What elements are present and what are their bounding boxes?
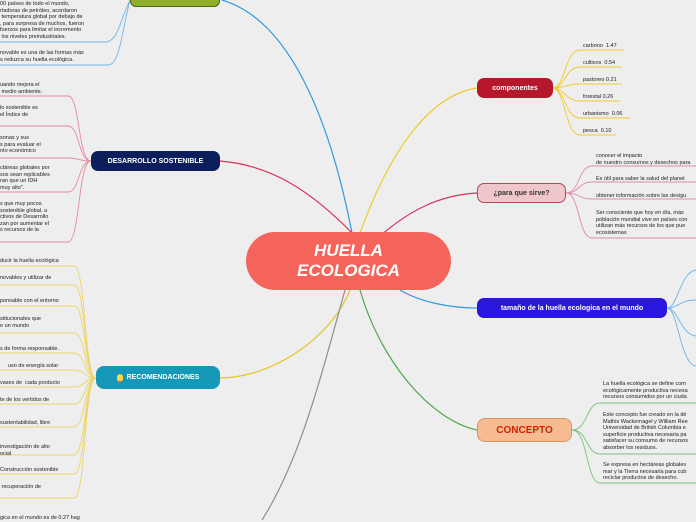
recomendaciones-node[interactable]: RECOMENDACIONES <box>96 366 220 389</box>
recomendaciones-item[interactable]: novables y utilizar de <box>0 275 52 281</box>
lightbulb-icon <box>116 374 123 383</box>
concepto-item[interactable]: Se expresa en hectáreas globales mar y l… <box>603 462 687 482</box>
componentes-item[interactable]: forestal 0.26 <box>583 94 614 100</box>
recomendaciones-item[interactable]: uso de energía solar <box>8 363 59 369</box>
desarrollo-item[interactable]: lo sostenible es el Índice de <box>0 105 38 118</box>
para-que-item[interactable]: conocer el impacto de nuestro consumos y… <box>596 153 691 166</box>
central-topic-line1: HUELLA <box>314 241 383 260</box>
concepto-item[interactable]: Este concepto fue creado en la dé Mathis… <box>603 412 688 451</box>
top-branch-node[interactable] <box>130 0 220 7</box>
concepto-connectors <box>571 402 696 484</box>
recomendaciones-item[interactable]: sustentabilidad, libre <box>0 420 51 426</box>
para-que-item[interactable]: obtener información sobre las desigu <box>596 193 687 199</box>
recomendaciones-item[interactable]: gica en el mundo es de 0.27 hag <box>0 515 80 521</box>
recomendaciones-item[interactable]: s de forma responsable. <box>0 346 60 352</box>
componentes-item[interactable]: urbanismo 0.06 <box>583 111 623 117</box>
desarrollo-item[interactable]: uando mejora el medio ambiente. <box>0 82 43 95</box>
tamano-huella-node[interactable]: tamaño de la huella ecologica en el mund… <box>477 298 667 318</box>
concepto-node[interactable]: CONCEPTO <box>477 418 572 442</box>
recomendaciones-item[interactable]: ducir la huella ecológica <box>0 258 59 264</box>
recomendaciones-item[interactable]: Construcción sostenible <box>0 467 59 473</box>
recomendaciones-item[interactable]: vases de cada producto <box>0 380 60 386</box>
recomendaciones-item[interactable]: recuperación de <box>0 484 41 490</box>
branch-tamano <box>399 289 478 309</box>
para-que-connectors <box>565 165 696 239</box>
componentes-node[interactable]: componentes <box>477 78 553 98</box>
para-que-item[interactable]: Es útil para saber la salud del planet <box>596 176 685 182</box>
recomendaciones-connectors <box>0 265 97 499</box>
desarrollo-item[interactable]: ctáreas globales por sos sean replicable… <box>0 165 50 191</box>
branch-componentes <box>359 87 478 234</box>
desarrollo-item[interactable]: sonas y sus s para evaluar el nto económ… <box>0 135 41 155</box>
top-branch-item[interactable]: novable es una de las formas más s reduz… <box>0 50 84 63</box>
recomendaciones-item[interactable]: te de los vertidos de <box>0 397 50 403</box>
recomendaciones-label: RECOMENDACIONES <box>126 374 200 381</box>
componentes-connectors <box>552 49 630 136</box>
branch-desarrollo <box>219 160 353 234</box>
concepto-item[interactable]: La huella ecológica se define com ecológ… <box>603 381 688 401</box>
branch-top-left <box>221 0 353 234</box>
componentes-item[interactable]: carbono 1.47 <box>583 43 617 49</box>
tamano-connectors <box>666 269 696 367</box>
top-branch-item[interactable]: 00 países de todo el mundo, rtadoras de … <box>0 1 85 40</box>
branch-recomendaciones <box>219 289 351 379</box>
desarrollo-sostenible-node[interactable]: DESARROLLO SOSTENIBLE <box>91 151 220 171</box>
branch-bottom <box>261 289 346 520</box>
recomendaciones-item[interactable]: stitucionales que e un mundo <box>0 316 41 329</box>
recomendaciones-item[interactable]: investigación de alto ocial <box>0 444 50 457</box>
para-que-sirve-node[interactable]: ¿para que sirve? <box>477 183 566 203</box>
componentes-item[interactable]: pesca 0.10 <box>583 128 612 134</box>
central-topic-node[interactable]: HUELLA ECOLOGICA <box>246 232 451 290</box>
branch-concepto <box>359 289 478 431</box>
recomendaciones-item[interactable]: ponsable con el entorno <box>0 298 59 304</box>
componentes-item[interactable]: cultivos 0.54 <box>583 60 616 66</box>
desarrollo-connectors <box>0 95 92 243</box>
central-topic-line2: ECOLOGICA <box>297 261 400 280</box>
top-left-connectors <box>0 0 131 66</box>
desarrollo-item[interactable]: s que muy pocos sostenible global, a cti… <box>0 201 49 234</box>
branch-para-que <box>379 192 478 237</box>
componentes-item[interactable]: pastoreo 0.21 <box>583 77 617 83</box>
para-que-item[interactable]: Ser consciente que hoy en día, más pobla… <box>596 210 688 236</box>
